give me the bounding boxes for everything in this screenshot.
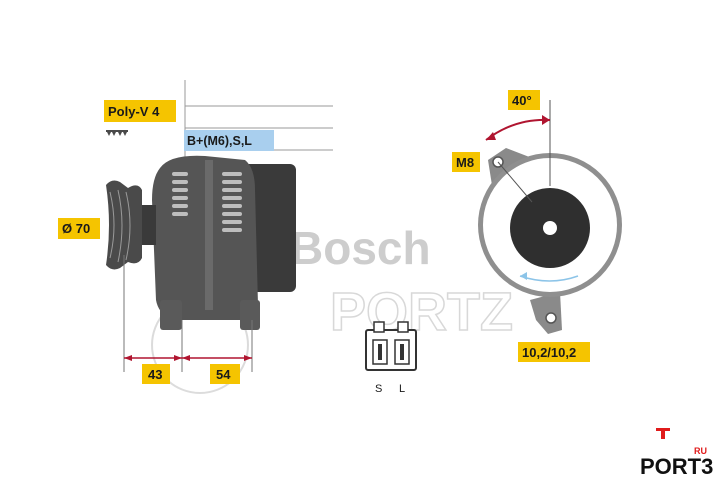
port3-logo: RU PORT3 — [640, 428, 713, 479]
bolt-label: M8 — [452, 152, 480, 172]
dim-right-text: 54 — [216, 367, 231, 382]
mount-label-text: 10,2/10,2 — [522, 345, 576, 360]
logo-text: PORT3 — [640, 454, 713, 479]
front-shaft — [543, 221, 557, 235]
alternator-side-view — [106, 155, 296, 330]
terminal-label-text: B+(M6),S,L — [187, 134, 252, 148]
alternator-front-view — [478, 100, 622, 334]
diameter-label-text: Ø 70 — [62, 221, 90, 236]
pulley — [106, 180, 142, 270]
watermark-brand: Bosch — [290, 222, 431, 274]
logo-ru: RU — [694, 446, 707, 456]
watermark-sub: PORTZ — [330, 282, 513, 342]
mount-lug-left — [160, 300, 182, 330]
mount-lug-right — [240, 300, 260, 330]
pin-l-label: L — [399, 383, 405, 395]
belt-profile-icon — [106, 130, 128, 136]
dim-left-label: 43 — [142, 364, 170, 384]
front-mount-ear-bottom — [530, 292, 562, 334]
bolt-label-text: M8 — [456, 155, 474, 170]
angle-arc — [485, 118, 551, 141]
belt-label: Poly-V 4 — [104, 100, 176, 122]
angle-label: 40° — [508, 90, 540, 110]
shaft — [140, 205, 156, 245]
belt-label-text: Poly-V 4 — [108, 104, 160, 119]
angle-label-text: 40° — [512, 93, 532, 108]
dim-right-label: 54 — [210, 364, 240, 384]
dim-left-text: 43 — [148, 367, 162, 382]
connector-plug — [365, 321, 417, 371]
terminal-label: B+(M6),S,L — [184, 130, 274, 151]
pin-s-label: S — [375, 383, 382, 395]
mount-label: 10,2/10,2 — [518, 342, 590, 362]
dimension-lines — [123, 255, 253, 372]
diameter-label: Ø 70 — [58, 218, 100, 239]
